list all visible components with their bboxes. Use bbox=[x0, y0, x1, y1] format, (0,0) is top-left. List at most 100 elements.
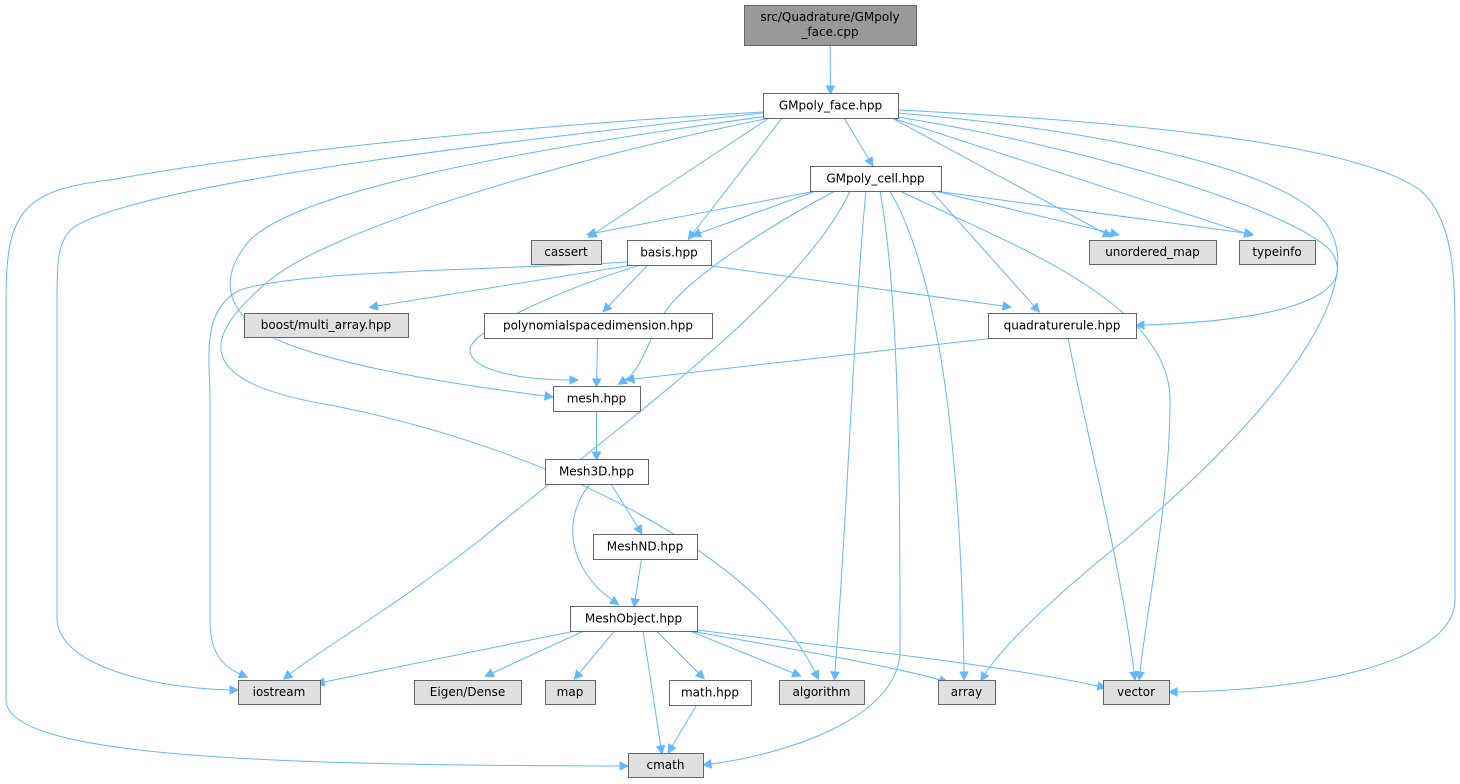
edge-meshobj-map bbox=[573, 630, 615, 681]
node-label: quadraturerule.hpp bbox=[1004, 319, 1121, 333]
node-box bbox=[1103, 680, 1170, 705]
edge-cell-basis bbox=[691, 190, 817, 238]
edge-root-face bbox=[825, 44, 836, 96]
node-label: typeinfo bbox=[1252, 245, 1301, 259]
edge-line bbox=[56, 112, 764, 691]
arrowhead-icon bbox=[543, 391, 555, 401]
edge-line bbox=[208, 261, 628, 675]
edge-mesh-mesh3d bbox=[591, 411, 602, 462]
node-label: _face.cpp bbox=[800, 25, 858, 39]
edge-meshnd-meshobj bbox=[630, 558, 643, 609]
edge-line bbox=[696, 629, 1099, 687]
node-label: GMpoly_face.hpp bbox=[779, 99, 882, 113]
node-label: src/Quadrature/GMpoly bbox=[760, 10, 899, 24]
node-face[interactable]: GMpoly_face.hpp bbox=[763, 93, 899, 119]
edge-line bbox=[608, 264, 649, 307]
edge-basis-quad bbox=[704, 264, 1013, 311]
arrowhead-icon bbox=[624, 374, 636, 384]
node-basis[interactable]: basis.hpp bbox=[627, 240, 712, 266]
edge-line bbox=[671, 704, 698, 747]
edge-quad-mesh bbox=[624, 337, 995, 384]
edge-line bbox=[572, 483, 613, 601]
edge-face-vector bbox=[897, 109, 1456, 697]
edges-layer bbox=[5, 44, 1456, 771]
edge-meshobj-vector bbox=[696, 629, 1107, 691]
edge-line bbox=[229, 115, 769, 397]
edge-meshobj-algorithm bbox=[689, 630, 802, 678]
node-math[interactable]: math.hpp bbox=[669, 680, 752, 706]
edge-meshobj-cmath bbox=[642, 630, 666, 756]
node-box bbox=[545, 680, 596, 705]
arrowhead-icon bbox=[569, 375, 580, 385]
node-label: cassert bbox=[544, 245, 588, 259]
arrowhead-icon bbox=[980, 671, 990, 682]
edge-poly-mesh bbox=[591, 337, 602, 389]
edge-basis-mesh bbox=[469, 264, 641, 385]
node-label: Eigen/Dense bbox=[430, 685, 505, 699]
node-root[interactable]: src/Quadrature/GMpoly_face.cpp bbox=[744, 5, 917, 46]
node-cell[interactable]: GMpoly_cell.hpp bbox=[810, 166, 942, 192]
node-box bbox=[484, 313, 713, 339]
edge-line bbox=[897, 116, 1338, 326]
arrowhead-icon bbox=[573, 669, 584, 681]
arrowhead-icon bbox=[959, 671, 969, 682]
node-cmath: cmath bbox=[628, 753, 704, 778]
arrowhead-icon bbox=[591, 451, 602, 462]
node-label: MeshND.hpp bbox=[607, 540, 683, 554]
edge-cell-iostream bbox=[282, 190, 851, 680]
node-quad[interactable]: quadraturerule.hpp bbox=[988, 313, 1137, 339]
edge-line bbox=[634, 558, 643, 600]
edge-line bbox=[633, 337, 995, 380]
edge-face-unordered_map bbox=[891, 117, 1113, 238]
edge-face-cell bbox=[843, 117, 874, 167]
arrowhead-icon bbox=[1167, 687, 1178, 697]
node-label: math.hpp bbox=[681, 686, 739, 700]
edge-line bbox=[834, 190, 867, 673]
node-label: vector bbox=[1117, 685, 1155, 699]
node-meshnd[interactable]: MeshND.hpp bbox=[593, 534, 698, 560]
node-eigen: Eigen/Dense bbox=[414, 680, 522, 705]
arrowhead-icon bbox=[655, 744, 666, 756]
node-label: GMpoly_cell.hpp bbox=[826, 172, 924, 186]
node-mesh3d[interactable]: Mesh3D.hpp bbox=[545, 459, 649, 485]
edge-line bbox=[594, 190, 817, 234]
edge-basis-poly bbox=[602, 264, 649, 313]
node-boost: boost/multi_array.hpp bbox=[244, 313, 409, 338]
edge-math-cmath bbox=[667, 704, 698, 754]
node-box bbox=[414, 680, 522, 705]
edge-line bbox=[492, 630, 584, 674]
edge-line bbox=[1067, 337, 1135, 673]
node-algorithm: algorithm bbox=[779, 680, 865, 705]
node-poly[interactable]: polynomialspacedimension.hpp bbox=[484, 313, 713, 339]
arrowhead-icon bbox=[229, 685, 240, 695]
edge-meshobj-math bbox=[656, 630, 705, 680]
edge-line bbox=[594, 117, 770, 234]
arrowhead-icon bbox=[667, 743, 677, 754]
edge-line bbox=[899, 190, 1171, 673]
arrowhead-icon bbox=[591, 378, 602, 389]
arrowhead-icon bbox=[633, 524, 643, 535]
edge-face-cassert bbox=[587, 117, 770, 239]
node-box bbox=[938, 680, 996, 705]
edge-line bbox=[891, 117, 1105, 234]
arrowhead-icon bbox=[791, 668, 802, 678]
node-label: MeshObject.hpp bbox=[585, 612, 682, 626]
arrowhead-icon bbox=[617, 375, 629, 386]
arrowhead-icon bbox=[1129, 670, 1139, 682]
edge-line bbox=[843, 117, 870, 160]
edge-face-algorithm bbox=[220, 116, 820, 681]
arrowhead-icon bbox=[1030, 302, 1041, 313]
edge-quad-vector bbox=[1067, 337, 1139, 682]
arrowhead-icon bbox=[608, 595, 620, 606]
node-label: algorithm bbox=[793, 685, 851, 699]
edge-line bbox=[897, 112, 1339, 675]
node-mesh[interactable]: mesh.hpp bbox=[553, 386, 641, 412]
node-meshobj[interactable]: MeshObject.hpp bbox=[570, 606, 698, 632]
node-box bbox=[779, 680, 865, 705]
arrowhead-icon bbox=[810, 669, 820, 681]
edge-face-quad bbox=[897, 116, 1338, 330]
edge-cell-algorithm bbox=[830, 190, 867, 682]
arrowhead-icon bbox=[864, 156, 874, 167]
node-box bbox=[593, 534, 698, 560]
node-label: cmath bbox=[647, 758, 685, 772]
